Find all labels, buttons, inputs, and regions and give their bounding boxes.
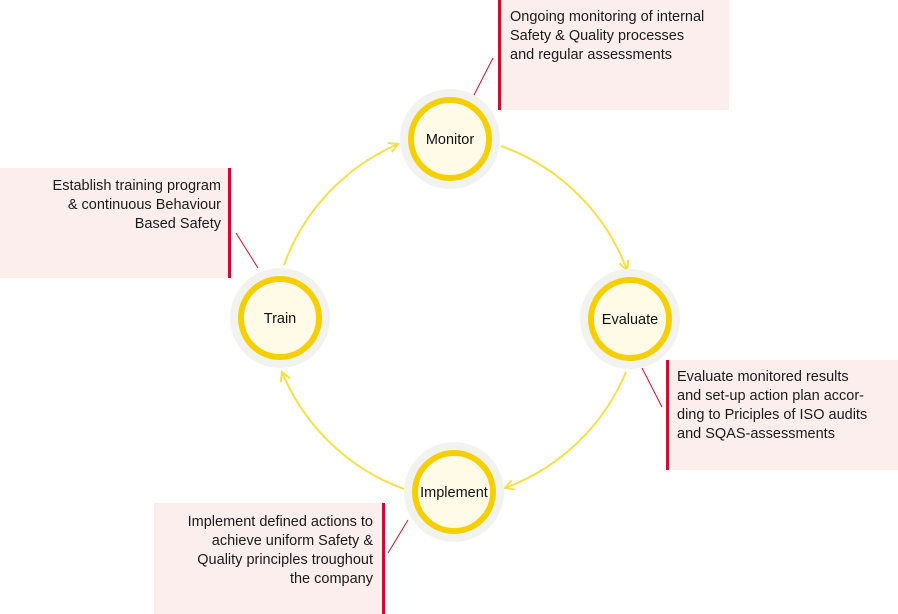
arrow-train-to-monitor	[283, 144, 398, 266]
note-implement: Implement defined actions to achieve uni…	[154, 503, 385, 614]
node-monitor: Monitor	[400, 89, 500, 189]
note-train: Establish training program & continuous …	[0, 168, 231, 278]
node-train: Train	[230, 268, 330, 368]
connector-train	[235, 232, 259, 269]
connector-implement	[387, 519, 409, 554]
note-evaluate: Evaluate monitored results and set-up ac…	[666, 360, 898, 470]
note-accent-bar	[228, 168, 231, 278]
arrow-evaluate-to-implement	[505, 371, 627, 488]
arrow-implement-to-train	[282, 372, 405, 490]
connector-evaluate	[641, 367, 663, 408]
node-implement-label: Implement	[420, 485, 488, 501]
node-evaluate-label: Evaluate	[602, 312, 658, 328]
node-evaluate: Evaluate	[580, 269, 680, 369]
note-monitor: Ongoing monitoring of internal Safety & …	[498, 0, 729, 110]
note-evaluate-text: Evaluate monitored results and set-up ac…	[677, 369, 868, 442]
note-monitor-text: Ongoing monitoring of internal Safety & …	[510, 9, 705, 63]
note-implement-text: Implement defined actions to achieve uni…	[187, 514, 373, 587]
note-train-text: Establish training program & continuous …	[52, 178, 221, 232]
note-accent-bar	[382, 503, 385, 614]
node-train-label: Train	[264, 311, 297, 327]
arrow-monitor-to-evaluate	[500, 145, 627, 270]
node-monitor-label: Monitor	[426, 132, 475, 148]
note-accent-bar	[498, 0, 501, 110]
note-accent-bar	[666, 360, 669, 470]
node-implement: Implement	[404, 442, 504, 542]
connector-monitor	[473, 57, 494, 96]
